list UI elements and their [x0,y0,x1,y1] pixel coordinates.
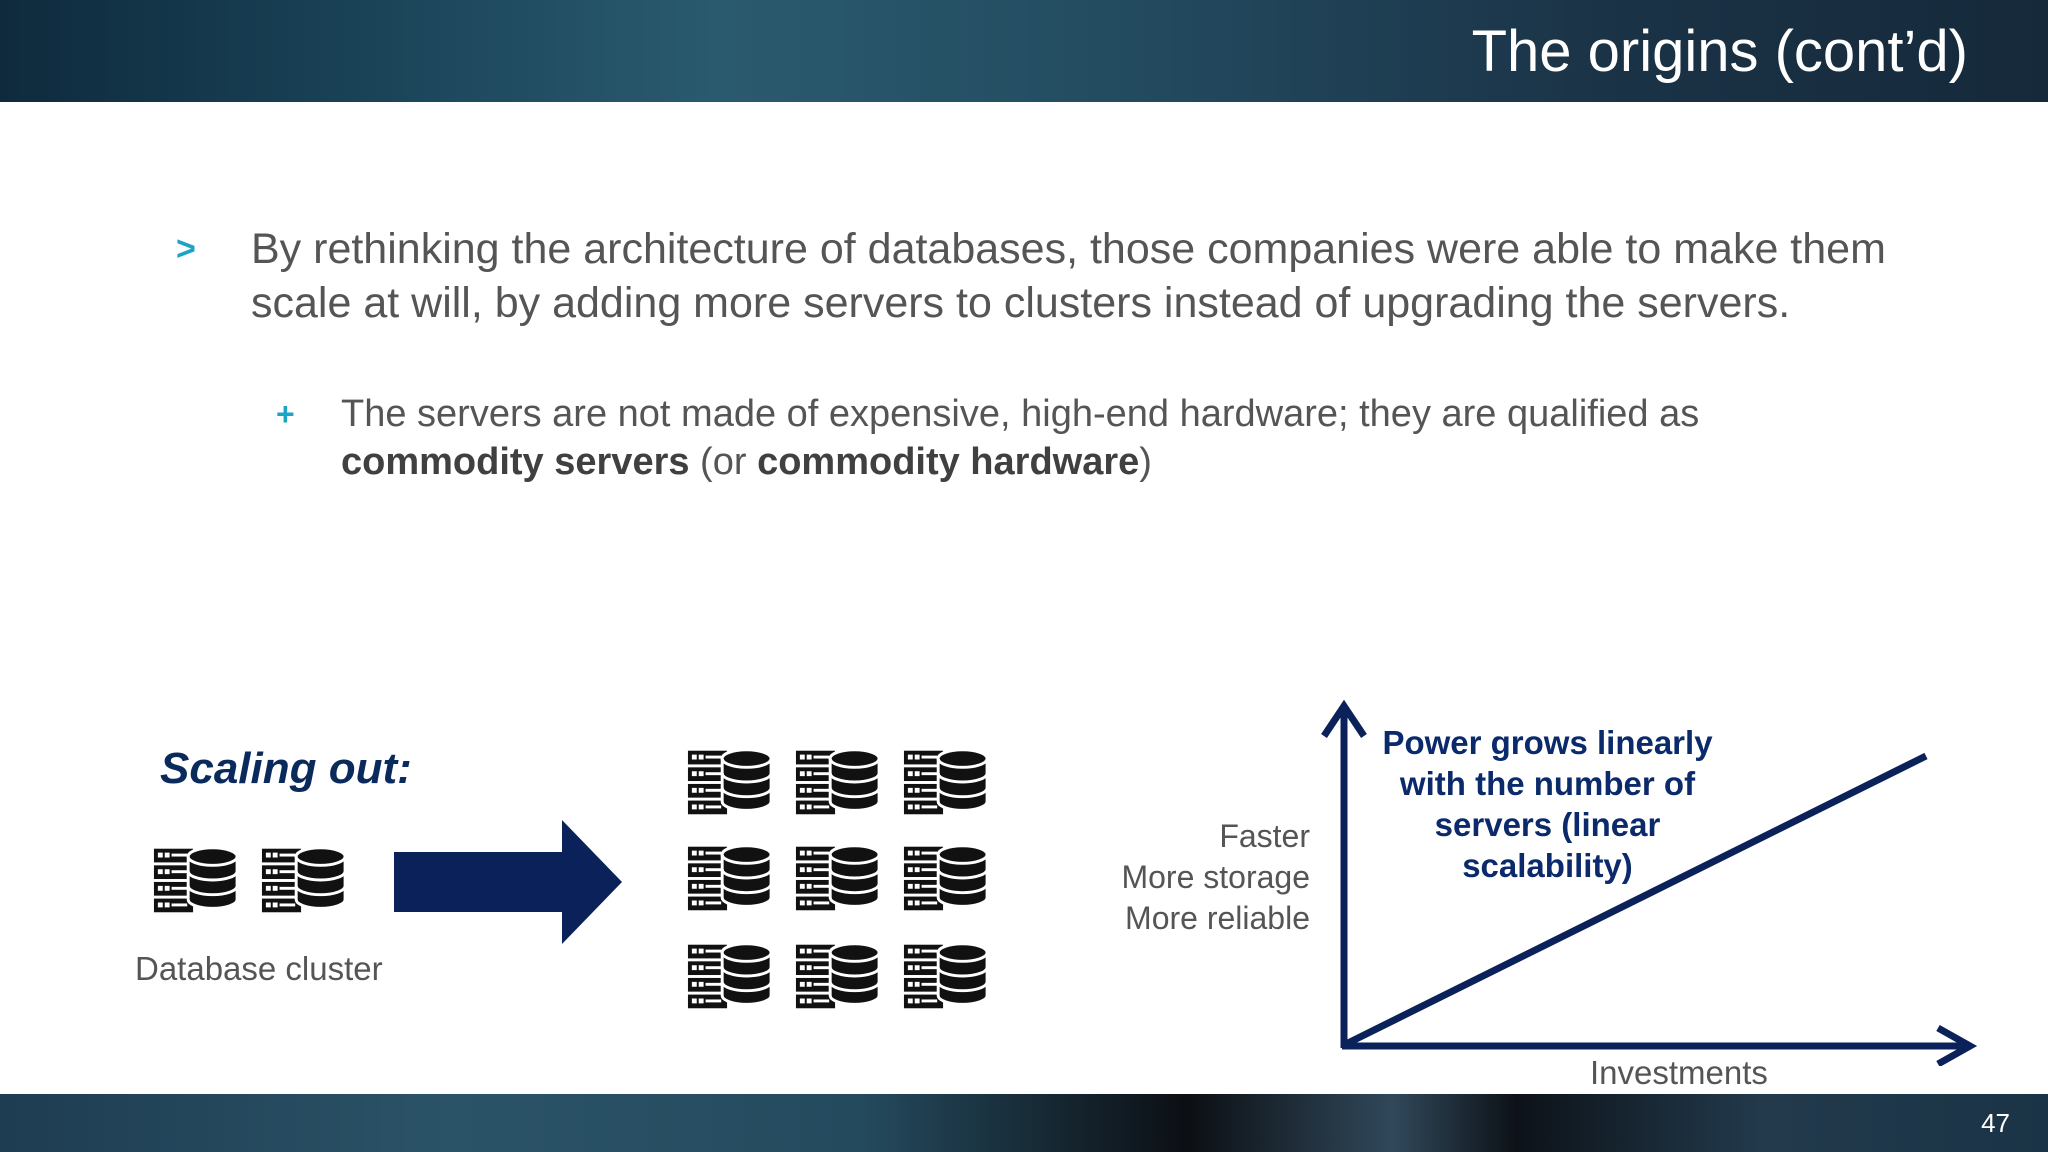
database-cluster-label: Database cluster [135,950,383,987]
linear-scalability-callout: Power grows linearly with the number of … [1382,724,1713,884]
sub-bullet: + The servers are not made of expensive,… [276,390,1836,486]
sub-bullet-text: The servers are not made of expensive, h… [341,390,1836,486]
page-number: 47 [1981,1108,2010,1138]
slide-title: The origins (cont’d) [1471,19,1968,84]
x-label-investments: Investments [1590,1054,1768,1091]
scale-arrow [394,820,622,944]
server-database-icon [902,748,989,816]
server-database-icon [794,942,881,1010]
server-database-icon [686,942,773,1010]
main-bullet: > By rethinking the architecture of data… [176,222,1916,330]
y-label-faster: Faster [1219,818,1310,854]
server-database-icon [794,748,881,816]
y-axis-arrowhead [1321,699,1367,738]
scalability-graph [1321,699,1978,1066]
commodity-servers-term: commodity servers [341,441,690,483]
main-bullet-text: By rethinking the architecture of databa… [251,225,1886,327]
sub-bullet-text-start: The servers are not made of expensive, h… [341,393,1700,435]
x-axis-arrowhead [1936,1024,1978,1066]
server-database-icon [902,942,989,1010]
server-database-icon [686,844,773,912]
title-bar [0,0,2048,102]
y-label-more-reliable: More reliable [1125,900,1310,936]
sub-bullet-text-end: ) [1139,441,1152,483]
server-database-icon [152,846,239,914]
sub-bullet-text-middle: (or [689,441,758,483]
footer-bar [0,1094,2048,1152]
linear-growth-line [1344,752,1928,1048]
scaling-out-title: Scaling out: [160,744,412,793]
server-database-icon [902,844,989,912]
server-database-icon [686,748,773,816]
plus-bullet-icon: + [276,396,295,432]
server-database-icon [260,846,347,914]
server-database-icon [794,844,881,912]
commodity-hardware-term: commodity hardware [757,441,1140,483]
chevron-bullet-icon: > [176,230,196,268]
y-label-more-storage: More storage [1121,859,1310,895]
